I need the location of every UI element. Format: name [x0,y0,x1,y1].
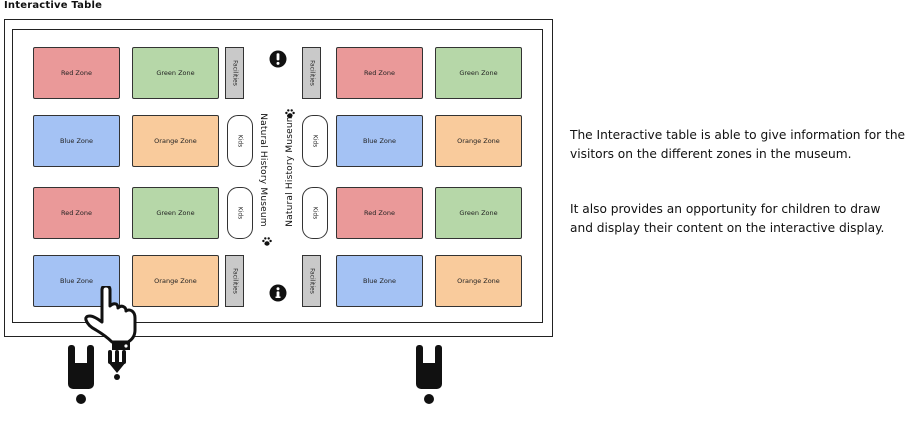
person-icon [416,345,442,404]
red-zone[interactable]: Red Zone [336,187,423,239]
paw-icon [285,109,295,118]
kids-area[interactable]: Kids [227,115,253,167]
green-zone[interactable]: Green Zone [435,47,522,99]
zone-label: Orange Zone [457,137,500,145]
facilities-block[interactable]: Facilities [302,47,321,99]
museum-name: Natural History Museum [258,113,268,227]
zone-label: Green Zone [156,209,195,217]
zone-label: Red Zone [61,209,92,217]
description-paragraph: It also provides an opportunity for chil… [570,202,885,235]
kids-area[interactable]: Kids [302,187,328,239]
zone-label: Green Zone [459,209,498,217]
museum-label-left: Natural History Museum [257,105,269,235]
zone-label: Red Zone [61,69,92,77]
paw-icon [262,237,272,246]
green-zone[interactable]: Green Zone [132,47,219,99]
zone-label: Green Zone [459,69,498,77]
green-zone[interactable]: Green Zone [132,187,219,239]
orange-zone[interactable]: Orange Zone [435,255,522,307]
blue-zone[interactable]: Blue Zone [336,255,423,307]
exclamation-icon[interactable] [269,50,287,68]
red-zone[interactable]: Red Zone [33,187,120,239]
kids-area[interactable]: Kids [302,115,328,167]
facilities-block[interactable]: Facilities [302,255,321,307]
zone-label: Blue Zone [60,277,93,285]
person-icon [68,345,94,404]
kids-label: Kids [311,206,319,220]
orange-zone[interactable]: Orange Zone [132,255,219,307]
kids-label: Kids [236,134,244,148]
blue-zone[interactable]: Blue Zone [33,115,120,167]
zone-label: Orange Zone [154,277,197,285]
facilities-block[interactable]: Facilities [225,255,244,307]
red-zone[interactable]: Red Zone [33,47,120,99]
red-zone[interactable]: Red Zone [336,47,423,99]
kids-label: Kids [236,206,244,220]
kids-area[interactable]: Kids [227,187,253,239]
description-paragraph: The Interactive table is able to give in… [570,128,906,161]
zone-label: Orange Zone [457,277,500,285]
facilities-label: Facilities [231,60,238,86]
person-icon [108,350,126,380]
facilities-label: Facilities [308,60,315,86]
info-icon[interactable] [269,284,287,302]
facilities-block[interactable]: Facilities [225,47,244,99]
page-title: Interactive Table [4,0,103,11]
zone-label: Green Zone [156,69,195,77]
facilities-label: Facilities [231,268,238,294]
zone-label: Red Zone [364,209,395,217]
facilities-label: Facilities [308,268,315,294]
blue-zone[interactable]: Blue Zone [336,115,423,167]
kids-label: Kids [311,134,319,148]
museum-label-right: Natural History Museum [284,105,296,235]
zone-label: Blue Zone [363,137,396,145]
zone-label: Orange Zone [154,137,197,145]
orange-zone[interactable]: Orange Zone [435,115,522,167]
pointing-hand-icon [84,286,137,350]
zone-label: Red Zone [364,69,395,77]
zone-label: Blue Zone [60,137,93,145]
museum-name: Natural History Museum [285,113,295,227]
zone-label: Blue Zone [363,277,396,285]
orange-zone[interactable]: Orange Zone [132,115,219,167]
green-zone[interactable]: Green Zone [435,187,522,239]
